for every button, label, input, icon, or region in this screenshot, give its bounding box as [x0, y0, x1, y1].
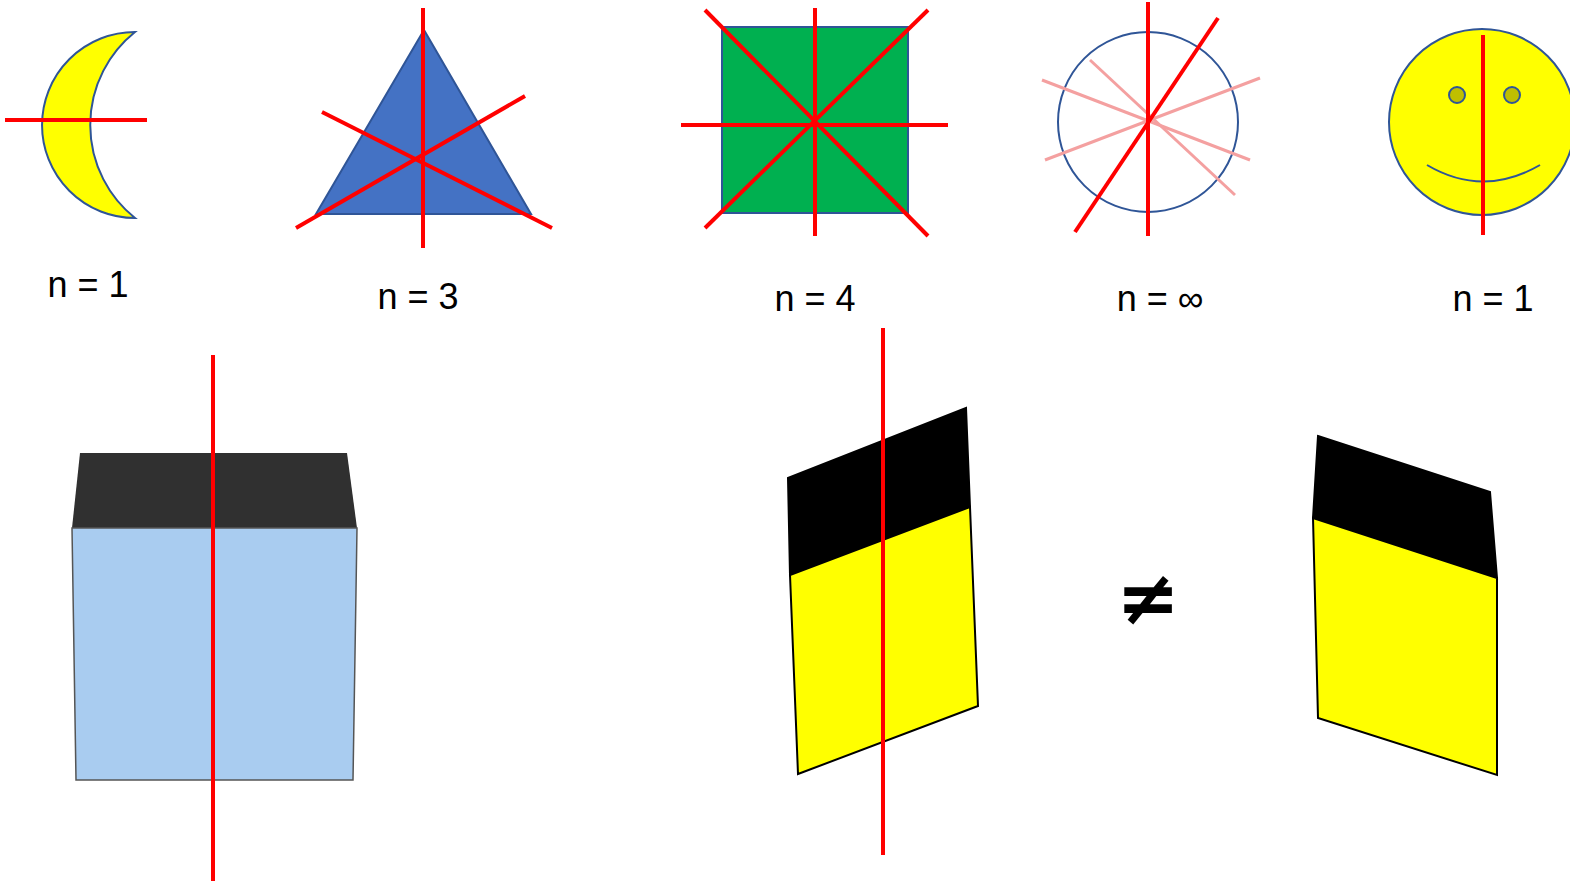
symmetry-count: n = 4: [774, 281, 855, 317]
symmetry-count: n = ∞: [1117, 281, 1204, 317]
symmetry-count: n = 3: [377, 279, 458, 315]
not-equal-sign: ≠: [1116, 560, 1180, 636]
symmetry-count: n = 1: [47, 267, 128, 303]
symmetry-count: n = 1: [1452, 281, 1533, 317]
